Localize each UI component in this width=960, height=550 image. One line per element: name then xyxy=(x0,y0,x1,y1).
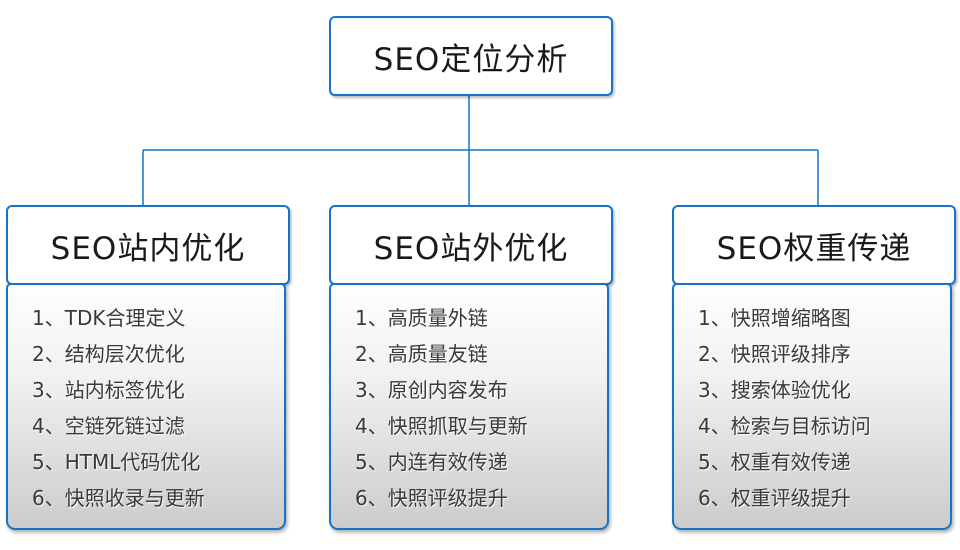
root-node-label: SEO定位分析 xyxy=(373,41,569,78)
list-item: 5、权重有效传递 xyxy=(698,450,851,474)
column-list-onsite: 1、TDK合理定义 2、结构层次优化 3、站内标签优化 4、空链死链过滤 5、H… xyxy=(6,283,286,530)
list-item: 5、HTML代码优化 xyxy=(32,450,201,474)
list-item: 2、结构层次优化 xyxy=(32,342,185,366)
column-header-onsite: SEO站内优化 xyxy=(6,205,290,285)
root-node: SEO定位分析 xyxy=(329,16,613,96)
column-header-onsite-label: SEO站内优化 xyxy=(50,230,246,267)
column-list-offsite: 1、高质量外链 2、高质量友链 3、原创内容发布 4、快照抓取与更新 5、内连有… xyxy=(329,283,609,530)
column-header-offsite-label: SEO站外优化 xyxy=(373,230,569,267)
column-header-offsite: SEO站外优化 xyxy=(329,205,613,285)
list-item: 2、快照评级排序 xyxy=(698,342,851,366)
list-item: 1、快照增缩略图 xyxy=(698,306,851,330)
list-item: 2、高质量友链 xyxy=(355,342,488,366)
list-item: 3、原创内容发布 xyxy=(355,378,508,402)
list-item: 3、搜索体验优化 xyxy=(698,378,851,402)
list-item: 3、站内标签优化 xyxy=(32,378,185,402)
list-item: 6、快照收录与更新 xyxy=(32,486,205,510)
list-item: 4、空链死链过滤 xyxy=(32,414,185,438)
column-header-weight-label: SEO权重传递 xyxy=(716,230,912,267)
list-item: 1、TDK合理定义 xyxy=(32,306,186,330)
column-header-weight: SEO权重传递 xyxy=(672,205,956,285)
list-item: 4、检索与目标访问 xyxy=(698,414,871,438)
column-list-weight: 1、快照增缩略图 2、快照评级排序 3、搜索体验优化 4、检索与目标访问 5、权… xyxy=(672,283,952,530)
list-item: 6、权重评级提升 xyxy=(698,486,851,510)
list-item: 5、内连有效传递 xyxy=(355,450,508,474)
list-item: 6、快照评级提升 xyxy=(355,486,508,510)
list-item: 1、高质量外链 xyxy=(355,306,488,330)
list-item: 4、快照抓取与更新 xyxy=(355,414,528,438)
